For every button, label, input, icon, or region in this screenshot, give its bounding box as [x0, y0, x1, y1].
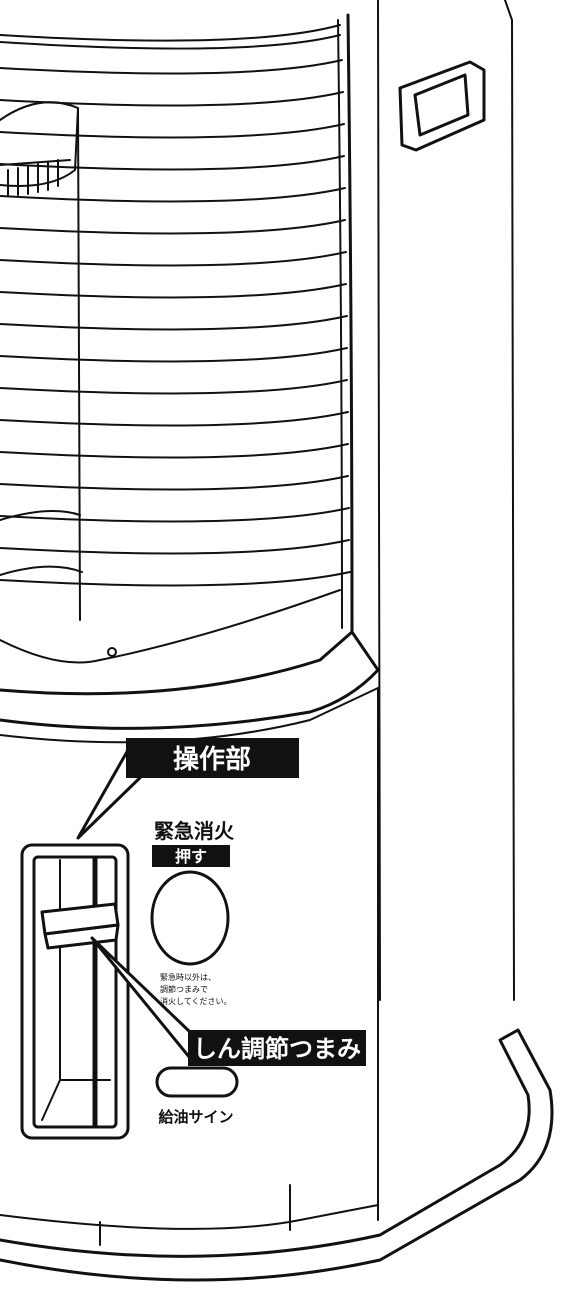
wick-knob[interactable] [40, 902, 120, 950]
grille-base [0, 630, 380, 730]
grille-base-edge [0, 687, 379, 744]
base-tray [0, 1028, 554, 1282]
grille-right-frame-inner [337, 19, 343, 629]
emergency-note-line1: 緊急時以外は、 [160, 972, 216, 982]
emergency-title: 緊急消火 [154, 819, 235, 843]
base-tray-feet [99, 1184, 291, 1246]
base-tray-inner [0, 1204, 379, 1230]
emergency-stop-button[interactable] [150, 870, 230, 966]
operation-label-box [126, 738, 299, 778]
wick-label-box [188, 1030, 366, 1066]
emergency-note-line3: 消火してください。 [160, 996, 232, 1006]
body-right-edge [504, 0, 515, 1001]
combustion-cylinder [0, 101, 341, 664]
wick-slider-track [20, 843, 130, 1140]
body-inner-edge [377, 0, 381, 1001]
operation-label: 操作部 [173, 745, 251, 775]
refuel-sign-window [155, 1066, 239, 1098]
wick-label: しん調節つまみ [193, 1035, 361, 1063]
emergency-note-line2: 調節つまみで [160, 984, 208, 994]
push-label-box [152, 845, 230, 867]
carry-handle [398, 60, 486, 152]
refuel-sign-label: 給油サイン [158, 1108, 233, 1126]
push-label: 押す [175, 847, 207, 866]
grille-right-frame [346, 13, 354, 634]
grille-bars [0, 24, 351, 587]
